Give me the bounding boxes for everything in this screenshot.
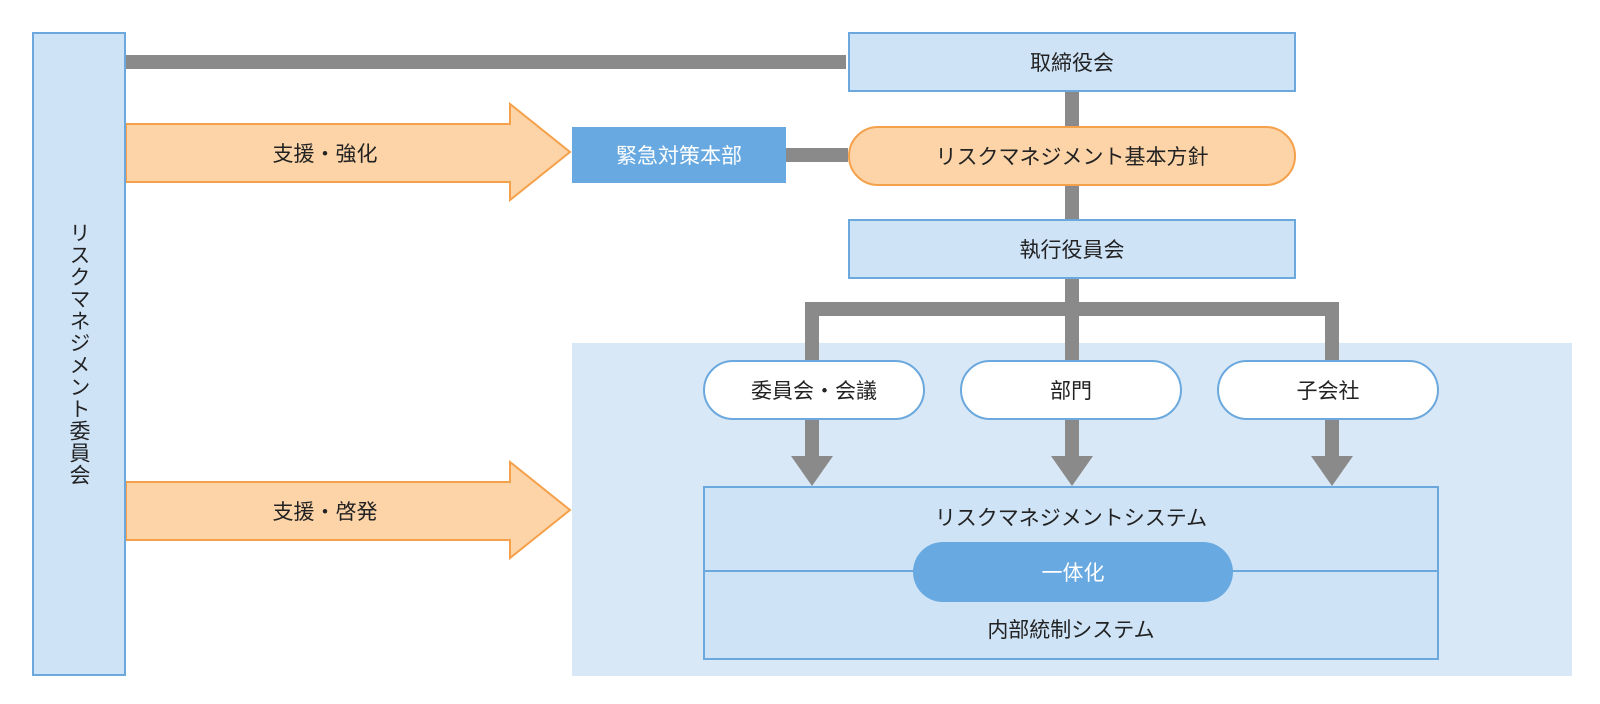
connector-left-board	[126, 55, 846, 69]
connector-branch-horizontal	[805, 302, 1339, 316]
connector-board-policy	[1065, 92, 1079, 126]
risk-management-policy: リスクマネジメント基本方針	[848, 126, 1296, 186]
risk-management-policy-label: リスクマネジメント基本方針	[935, 145, 1209, 169]
arrow-support-enlighten	[125, 459, 572, 561]
connector-executive-branch	[1065, 278, 1079, 360]
internal-control-system-label: 内部統制システム	[987, 618, 1155, 642]
connector-branch-unit-3	[1325, 302, 1339, 360]
integration-badge: 一体化	[913, 542, 1233, 602]
connector-branch-unit-1	[805, 302, 819, 360]
unit-committees-meetings: 委員会・会議	[703, 360, 925, 420]
risk-management-committee-label: リスクマネジメント委員会	[67, 222, 91, 486]
unit-arrow-3	[1311, 418, 1353, 486]
unit-departments-label: 部門	[1050, 379, 1092, 403]
emergency-headquarters: 緊急対策本部	[572, 127, 786, 183]
unit-subsidiaries: 子会社	[1217, 360, 1439, 420]
executive-officers-committee-label: 執行役員会	[1019, 238, 1125, 262]
board-of-directors-label: 取締役会	[1030, 51, 1114, 75]
connector-emergency-policy	[784, 148, 848, 162]
unit-departments: 部門	[960, 360, 1182, 420]
support-enlighten-label: 支援・啓発	[272, 500, 378, 524]
executive-officers-committee: 執行役員会	[848, 219, 1296, 279]
risk-management-committee: リスクマネジメント委員会	[32, 32, 126, 676]
unit-arrow-1	[791, 418, 833, 486]
unit-subsidiaries-label: 子会社	[1296, 379, 1360, 403]
connector-policy-executive	[1065, 186, 1079, 220]
unit-arrow-2	[1051, 418, 1093, 486]
integration-badge-label: 一体化	[1041, 561, 1105, 585]
systems-box: リスクマネジメントシステム 内部統制システム 一体化	[703, 486, 1439, 660]
unit-committees-meetings-label: 委員会・会議	[751, 379, 877, 403]
emergency-headquarters-label: 緊急対策本部	[616, 144, 742, 168]
board-of-directors: 取締役会	[848, 32, 1296, 92]
support-strengthen-label: 支援・強化	[272, 142, 378, 166]
arrow-support-strengthen	[125, 101, 572, 203]
risk-management-system-label: リスクマネジメントシステム	[934, 506, 1208, 530]
